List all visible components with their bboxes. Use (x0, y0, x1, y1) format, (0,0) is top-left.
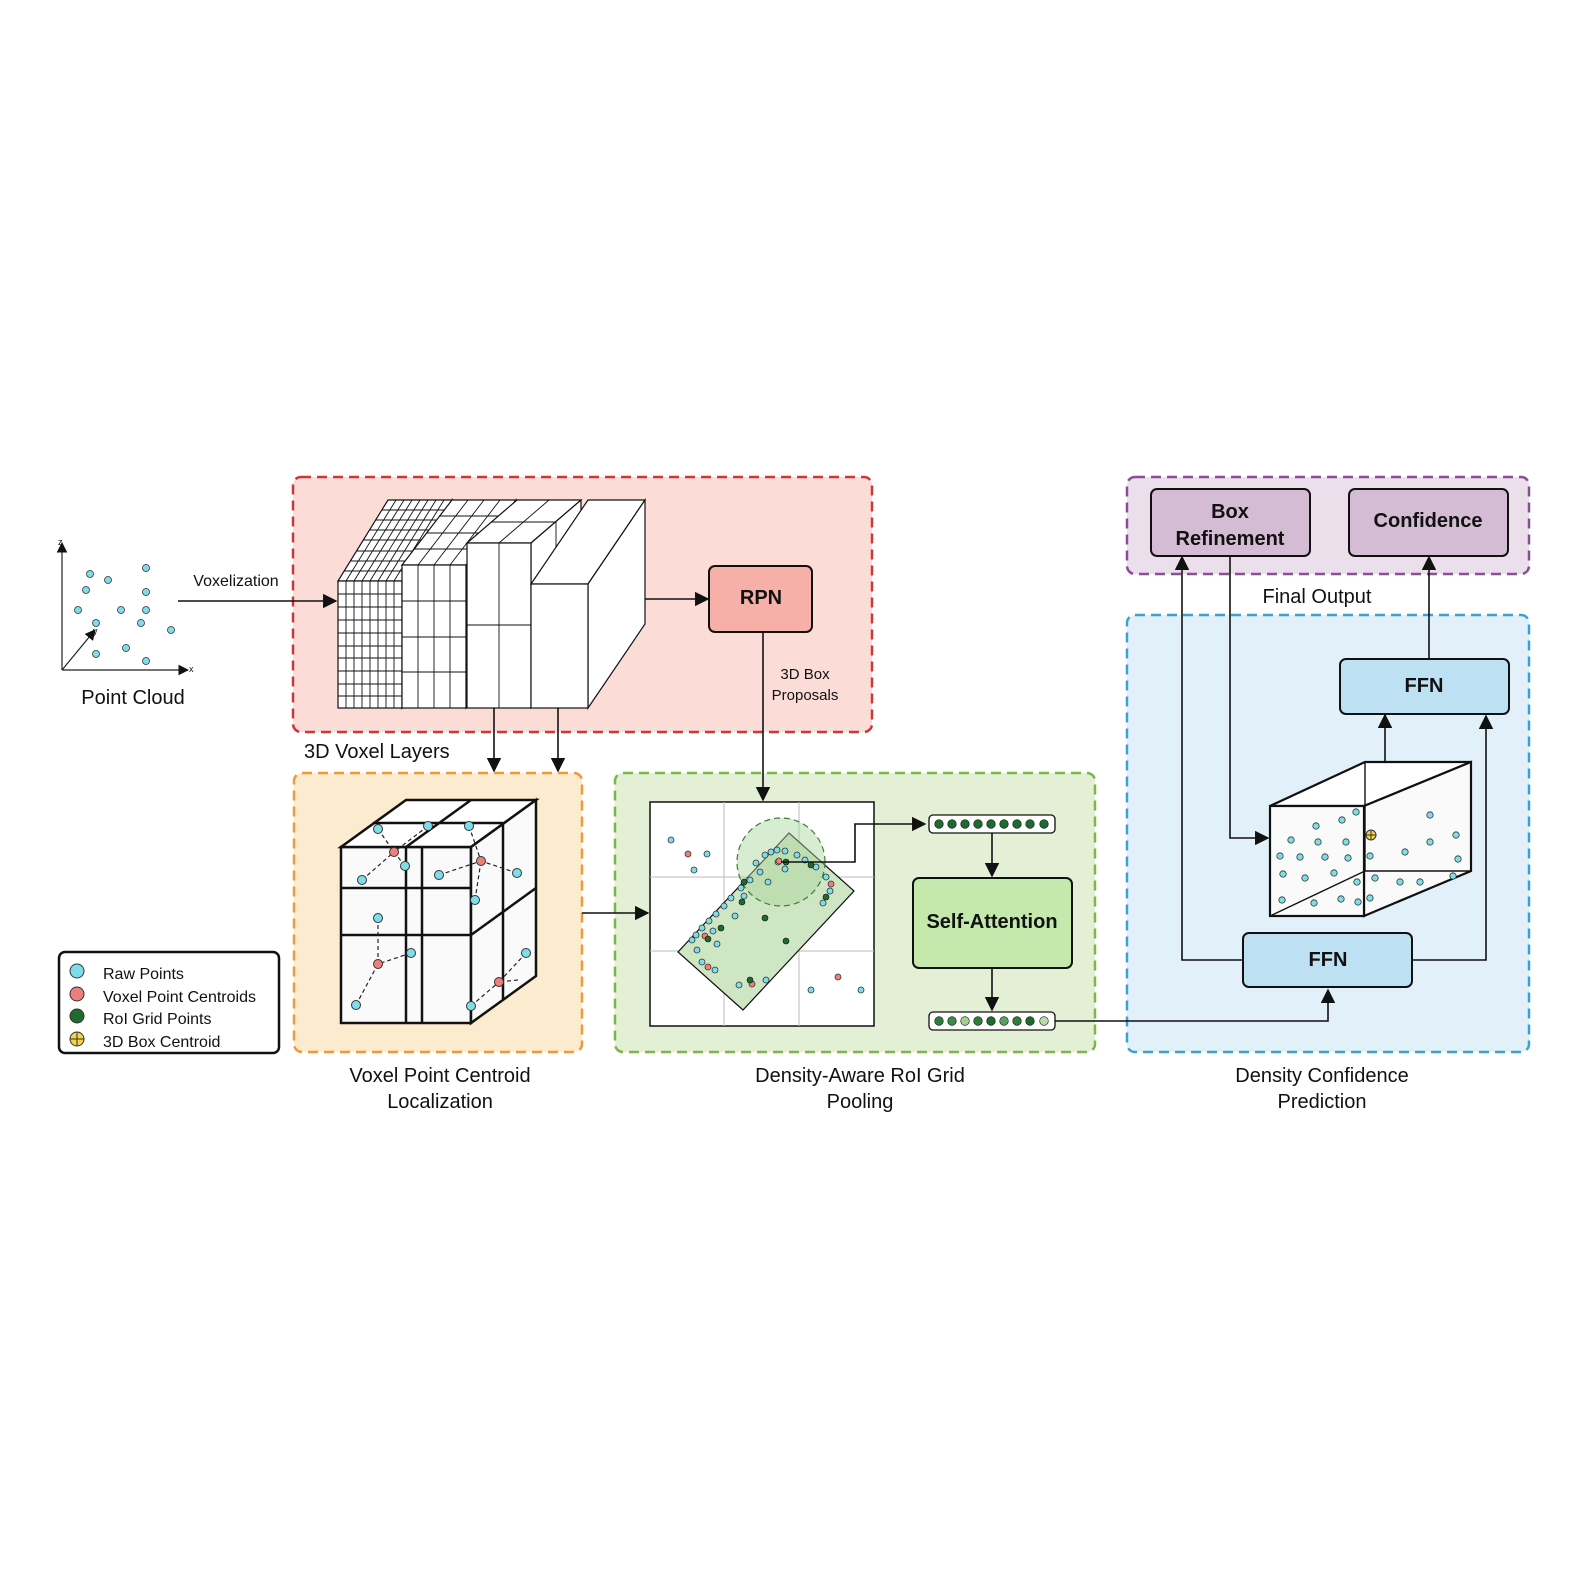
centroid-raw-points (351, 821, 531, 1011)
token-to-ffn-arrow (1055, 988, 1336, 1022)
self-attention-label: Self-Attention (926, 911, 1057, 933)
roi-to-token-arrow (781, 816, 927, 863)
voxelization-label: Voxelization (193, 573, 278, 590)
axis-x-label: x (189, 664, 194, 674)
point-cloud-plot: z x y Point Cloud (56, 537, 194, 709)
pooling-title-line1: Density-Aware RoI Grid (755, 1065, 965, 1087)
legend-raw-marker (69, 963, 85, 979)
density-box-cube (1268, 760, 1473, 918)
legend: Raw Points Voxel Point Centroids RoI Gri… (57, 950, 281, 1055)
density-title-line1: Density Confidence (1235, 1065, 1408, 1087)
token-row-input (928, 814, 1056, 834)
final-output-title: Final Output (1263, 586, 1372, 608)
roi-grid-points (704, 858, 830, 984)
refinement-to-cube-arrow (1229, 556, 1270, 846)
token-row-output (928, 1011, 1056, 1031)
box-refinement-label-line1: Box (1211, 501, 1249, 523)
proposals-label-line2: Proposals (772, 687, 839, 704)
density-raw-points (1276, 808, 1462, 907)
ffn-bottom-to-refinement-arrow (1174, 555, 1243, 961)
ffn-bottom-block: FFN (1242, 932, 1413, 988)
legend-label-centroid: Voxel Point Centroids (103, 989, 256, 1006)
legend-label-grid: RoI Grid Points (103, 1011, 211, 1028)
confidence-label: Confidence (1374, 510, 1483, 532)
axis-y-label: y (93, 626, 98, 636)
point-cloud-points (74, 564, 175, 665)
voxel-layer-4 (529, 498, 647, 710)
ffn-bottom-to-ffn-top-arrow (1412, 714, 1494, 961)
rpn-label: RPN (740, 587, 782, 609)
box-centroid-marker (1365, 829, 1377, 841)
pooling-title-line2: Pooling (827, 1091, 894, 1113)
legend-centroid-marker (69, 986, 85, 1002)
legend-grid-marker (69, 1008, 85, 1024)
centroid-title-line1: Voxel Point Centroid (349, 1065, 530, 1087)
ffn-bottom-label: FFN (1309, 949, 1348, 971)
voxel-layers-title: 3D Voxel Layers (304, 741, 450, 763)
confidence-block: Confidence (1348, 488, 1509, 557)
centroid-voxel-cube (337, 797, 540, 1026)
roi-raw-points (667, 836, 865, 994)
centroid-title-line2: Localization (387, 1091, 493, 1113)
roi-centroid-points (684, 850, 842, 988)
point-cloud-label: Point Cloud (81, 687, 184, 709)
centroid-points (373, 847, 504, 987)
roi-grid-panel (649, 801, 927, 1027)
proposals-label-line1: 3D Box (780, 666, 830, 683)
centroid-dashed-links (355, 825, 527, 1007)
box-refinement-block: Box Refinement (1150, 488, 1311, 557)
legend-label-box-centroid: 3D Box Centroid (103, 1034, 220, 1051)
legend-label-raw: Raw Points (103, 966, 184, 983)
box-refinement-label-line2: Refinement (1176, 528, 1285, 550)
axis-z-label: z (58, 537, 63, 547)
ffn-top-block: FFN (1339, 658, 1510, 715)
ffn-top-label: FFN (1405, 675, 1444, 697)
self-attention-block: Self-Attention (912, 877, 1073, 969)
density-title-line2: Prediction (1278, 1091, 1367, 1113)
rpn-block: RPN (708, 565, 813, 633)
